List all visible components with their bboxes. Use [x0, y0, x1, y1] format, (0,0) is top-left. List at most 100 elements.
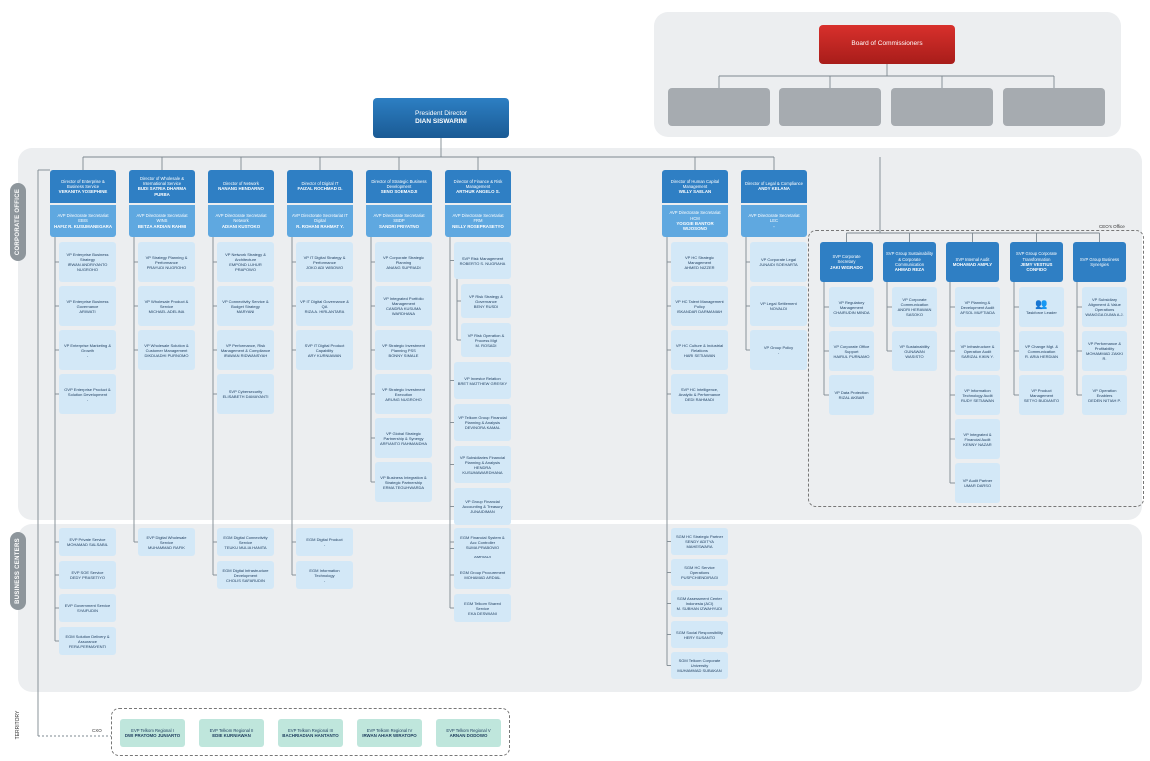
vp-box[interactable]: VP Wholesale Solution & Customer Managem…	[138, 330, 195, 370]
committee-box[interactable]	[668, 88, 770, 126]
vp-box[interactable]: VP Global Strategic Partnership & Synerg…	[375, 418, 432, 458]
vp-box[interactable]: OVP Enterprise Product & Solution Develo…	[59, 374, 116, 414]
ceo-vp-box[interactable]: VP Subsidiary Alignment & Value Operatio…	[1082, 287, 1127, 327]
vp-box[interactable]: VP Connectivity Service & Budget Strateg…	[217, 286, 274, 326]
vp-box[interactable]: VP Telkom Group Financial Planning & Ana…	[454, 404, 511, 441]
committee-box[interactable]	[1003, 88, 1105, 126]
vp-box[interactable]: VP Business Integration & Strategic Part…	[375, 462, 432, 502]
avp-secretariat-box[interactable]: AVP Directorate Secretariat LEC-	[741, 205, 807, 237]
president-director[interactable]: President Director DIAN SISWARINI	[373, 98, 509, 138]
director-box[interactable]: Director of Wholesale & International Se…	[129, 170, 195, 203]
ceo-svp-box[interactable]: SVP Group Sustainability & Corporate Com…	[883, 242, 936, 282]
business-center-box[interactable]: EGM Information Technology-	[296, 561, 353, 589]
box-title: SVP Risk Management	[461, 255, 504, 261]
vp-box[interactable]: VP Enterprise Marketing & Growth-	[59, 330, 116, 370]
committee-box[interactable]	[779, 88, 881, 126]
business-center-box[interactable]: SGM Assessment Center Indonesia (ACI)M. …	[671, 590, 728, 617]
vp-box[interactable]: VP Group Policy-	[750, 330, 807, 370]
vp-box[interactable]: SVP HC Intelligence, Analytic & Performa…	[671, 374, 728, 414]
vp-box[interactable]: VP Group Financial Accounting & Treasury…	[454, 488, 511, 525]
committee-box[interactable]	[891, 88, 993, 126]
director-box[interactable]: Director of Strategic Business Developme…	[366, 170, 432, 203]
vp-box[interactable]: VP Subsidiaries Financial Planning & Ana…	[454, 446, 511, 483]
ceo-svp-box[interactable]: SVP Group Business Synergies	[1073, 242, 1126, 282]
ceo-vp-box[interactable]: 👥Taskforce Leader	[1019, 287, 1064, 327]
director-box[interactable]: Director of Enterprise & Business Servic…	[50, 170, 116, 203]
business-center-box[interactable]: EGM Digital Product-	[296, 528, 353, 556]
board-of-commissioners[interactable]: Board of Commissioners	[819, 25, 955, 64]
vp-box[interactable]: VP Performance, Risk Management & Compli…	[217, 330, 274, 370]
